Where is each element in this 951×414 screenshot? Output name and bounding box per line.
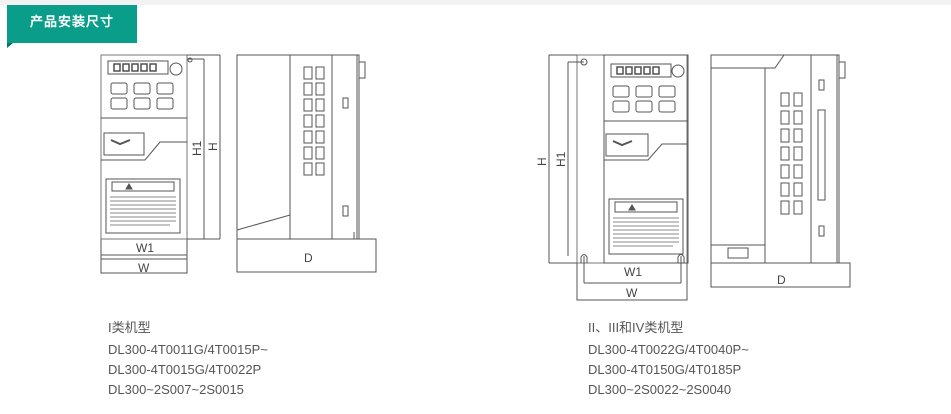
left-dim-w1: W1 xyxy=(136,241,154,255)
right-side-vents xyxy=(780,92,826,215)
right-dim-d: D xyxy=(777,273,786,287)
left-logo-mark xyxy=(110,139,131,146)
right-key-enter xyxy=(658,100,676,113)
right-key-shift xyxy=(658,85,676,98)
right-model-type: II、III和IV类机型 xyxy=(588,320,684,335)
left-warning-icon xyxy=(125,183,133,190)
left-warning-header xyxy=(111,181,175,192)
right-display-digits xyxy=(616,66,660,75)
right-key-set xyxy=(612,100,630,113)
right-model-line-2: DL300-4T0150G/4T0185P xyxy=(588,362,742,377)
right-key-down xyxy=(635,100,653,113)
left-model-line-3: DL300~2S007~2S0015 xyxy=(108,382,244,397)
right-warning-icon xyxy=(628,204,636,211)
left-key-shift xyxy=(156,82,174,95)
right-key-up xyxy=(635,85,653,98)
left-front-view xyxy=(100,54,221,274)
left-dim-h1: H1 xyxy=(190,140,204,156)
left-dim-w: W xyxy=(138,261,150,275)
left-side-view xyxy=(236,54,377,273)
left-body xyxy=(100,54,188,240)
right-mount-slot-right xyxy=(677,254,685,263)
left-dim-h: H xyxy=(206,142,220,151)
right-warning-label xyxy=(608,198,684,255)
right-panel xyxy=(603,54,689,264)
right-front-view xyxy=(548,54,689,301)
left-model-line-1: DL300-4T0011G/4T0015P~ xyxy=(108,342,268,357)
right-logo-mark xyxy=(612,140,633,147)
left-side-vents xyxy=(303,66,325,176)
right-warning-header xyxy=(614,201,678,213)
right-dim-w1: W1 xyxy=(624,265,642,279)
right-side-view xyxy=(710,54,851,288)
left-model-type: I类机型 xyxy=(108,320,151,335)
right-model-line-1: DL300-4T0022G/4T0040P~ xyxy=(588,342,749,357)
right-side-base xyxy=(710,262,851,288)
left-warning-label xyxy=(105,178,181,234)
left-key-set xyxy=(110,97,128,110)
left-side-base xyxy=(236,238,377,273)
right-display xyxy=(610,63,672,78)
right-model-line-3: DL300~2S0022~2S0040 xyxy=(588,382,732,397)
left-dim-d: D xyxy=(304,251,313,265)
right-model-caption: II、III和IV类机型 DL300-4T0022G/4T0040P~ DL30… xyxy=(588,318,749,400)
section-tab[interactable]: 产品安装尺寸 xyxy=(7,5,137,43)
left-model-line-2: DL300-4T0015G/4T0022P xyxy=(108,362,262,377)
right-logo-plate xyxy=(605,133,649,157)
right-side-body xyxy=(710,54,840,264)
left-side-body xyxy=(236,54,360,240)
left-key-up xyxy=(133,82,151,95)
left-key-esc xyxy=(110,82,128,95)
right-dim-h: H xyxy=(535,157,549,166)
right-key-esc xyxy=(612,85,630,98)
left-display-digits xyxy=(113,63,157,72)
right-dim-w: W xyxy=(626,286,638,300)
right-side-port xyxy=(727,247,749,259)
right-warning-text-lines xyxy=(613,217,679,247)
top-border xyxy=(0,0,951,5)
left-logo-plate xyxy=(103,132,145,156)
right-knob xyxy=(671,64,685,78)
right-mount-slot-left xyxy=(580,254,588,263)
left-warning-text-lines xyxy=(110,196,176,226)
left-key-enter xyxy=(156,97,174,110)
left-key-down xyxy=(133,97,151,110)
left-model-caption: I类机型 DL300-4T0011G/4T0015P~ DL300-4T0015… xyxy=(108,318,268,400)
right-dim-h1: H1 xyxy=(554,151,568,167)
left-knob xyxy=(169,62,183,76)
tab-fold xyxy=(7,43,13,48)
left-display xyxy=(107,60,169,75)
